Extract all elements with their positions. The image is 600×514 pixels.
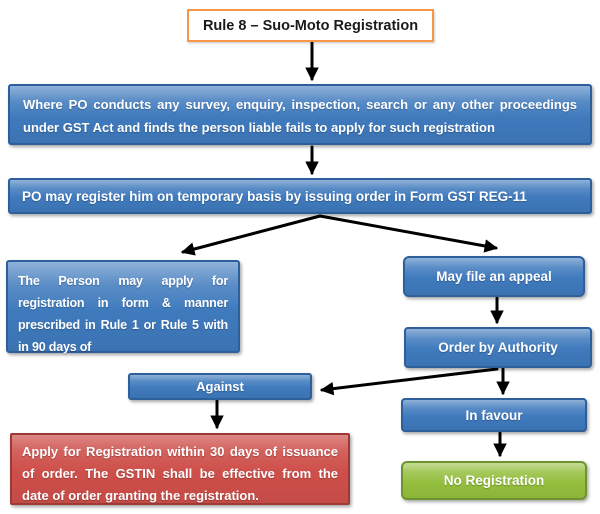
node-apply-within-30-days-text: Apply for Registration within 30 days of…	[22, 444, 338, 503]
node-against: Against	[128, 373, 312, 400]
title-text: Rule 8 – Suo-Moto Registration	[202, 17, 419, 34]
node-person-may-apply: The Person may apply for registration in…	[6, 260, 240, 354]
node-no-registration: No Registration	[401, 461, 587, 500]
arrow-tempreg-to-appeal	[318, 214, 498, 253]
node-apply-within-30-days: Apply for Registration within 30 days of…	[10, 433, 350, 505]
arrow-tempreg-to-apply	[181, 214, 322, 256]
node-order-by-authority: Order by Authority	[404, 327, 592, 368]
node-may-file-appeal-text: May file an appeal	[436, 269, 552, 284]
node-temporary-registration-text: PO may register him on temporary basis b…	[22, 188, 527, 204]
node-may-file-appeal: May file an appeal	[403, 256, 585, 297]
node-in-favour: In favour	[401, 398, 587, 432]
arrow-order-to-against	[319, 367, 499, 396]
node-person-may-apply-text: The Person may apply for registration in…	[18, 274, 228, 354]
node-against-text: Against	[196, 379, 244, 394]
node-no-registration-text: No Registration	[443, 473, 545, 488]
node-temporary-registration: PO may register him on temporary basis b…	[8, 178, 592, 214]
node-order-by-authority-text: Order by Authority	[438, 340, 558, 355]
node-survey-text: Where PO conducts any survey, enquiry, i…	[23, 97, 577, 135]
node-in-favour-text: In favour	[465, 407, 523, 423]
node-survey-enquiry: Where PO conducts any survey, enquiry, i…	[8, 84, 592, 145]
title-node: Rule 8 – Suo-Moto Registration	[187, 9, 434, 42]
